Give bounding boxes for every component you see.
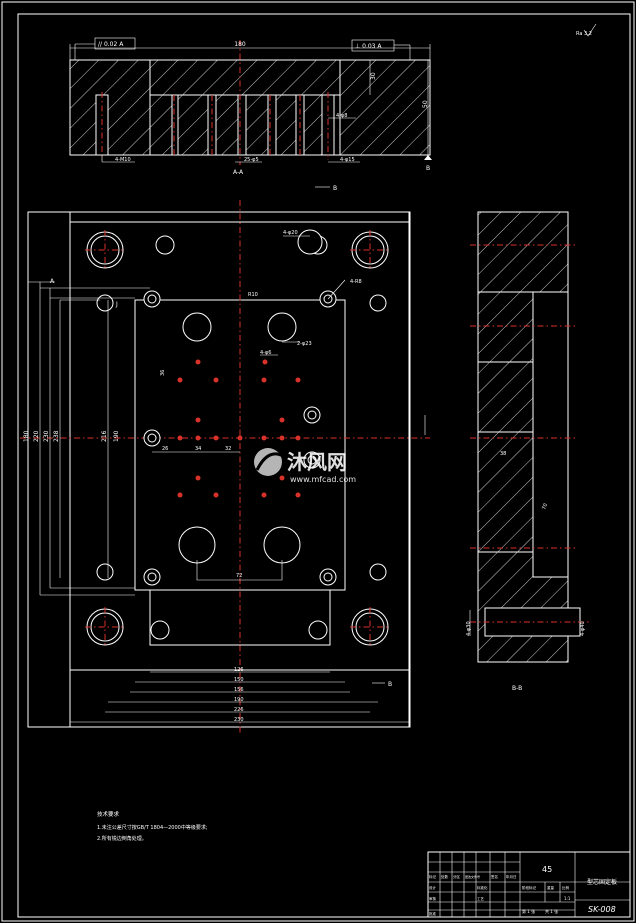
sheet-text: 第 1 张 — [522, 908, 535, 914]
section-mark-a: A — [50, 278, 55, 285]
screw-holes — [96, 235, 387, 640]
section-aa-label: A-A — [233, 169, 244, 176]
sheets-text: 共 1 张 — [545, 908, 558, 914]
bottom-dim-0: 126 — [234, 667, 244, 673]
technical-requirements: 技术要求 1.未注公差尺寸按GB/T 1804—2000中等级要求; 2.所有锐… — [97, 810, 208, 842]
hdr-cell-2: 分区 — [453, 874, 461, 879]
watermark-url: www.mfcad.com — [290, 475, 356, 484]
tolerance-frame-left — [94, 37, 136, 50]
note-36: 36 — [160, 370, 166, 376]
plate-outline — [27, 211, 410, 728]
part-name-text: 型芯固定板 — [587, 878, 617, 886]
aa-note-phi8: 4-φ8 — [336, 113, 347, 119]
drawing-number-text: SK-008 — [588, 905, 616, 914]
gap-dim: 72 — [236, 573, 242, 579]
bb-dim-3: 70 — [541, 503, 549, 511]
row2-cell-0: 审核 — [429, 896, 437, 901]
roughness-text: Ra 3.2 — [576, 31, 592, 37]
tech-notes-title: 技术要求 — [97, 810, 120, 818]
bb-dim-2: 38 — [500, 451, 506, 457]
tolerance-text-right: ⊥ 0.03 A — [355, 43, 382, 50]
left-dim-2: 230 — [43, 430, 50, 442]
row2-cell-2: 批准 — [429, 911, 437, 916]
bottom-dimensions: 126 150 156 190 226 230 — [70, 667, 410, 723]
row-dim-2: 32 — [225, 446, 231, 452]
row-cell-4: 比例 — [562, 885, 570, 890]
aa-corner-mark: B — [426, 165, 430, 172]
cut-arrow-b: B — [388, 681, 392, 688]
watermark-brand: 沐风网 — [287, 450, 347, 474]
aa-note-phi5: 25-φ5 — [244, 157, 259, 163]
core-holes — [178, 229, 323, 564]
tech-note-2: 2.所有锐边倒角处理。 — [97, 835, 147, 842]
left-dimensions: 180 220 230 238 216 190 A — [23, 278, 150, 596]
aa-note-phi15: 4-φ15 — [340, 157, 355, 163]
plan-view: 4-φ20 2-φ23 4-R8 R10 36 4-φ6 J 180 220 2… — [20, 200, 430, 735]
bottom-dim-3: 190 — [234, 697, 244, 703]
aa-cut-mark: B — [333, 185, 337, 192]
section-bb-label: B-B — [512, 685, 522, 692]
roughness-symbol: Ra 3.2 — [576, 23, 597, 37]
row-dim-0: 26 — [162, 446, 168, 452]
left-dim-5: 190 — [113, 430, 120, 442]
scale-text: 1:1 — [564, 896, 571, 901]
tech-note-1: 1.未注公差尺寸按GB/T 1804—2000中等级要求; — [97, 824, 208, 831]
hdr-cell-1: 处数 — [441, 874, 449, 879]
note-4-r8: 4-R8 — [350, 279, 362, 285]
guide-holes — [85, 230, 390, 647]
hdr-cell-3: 更改文件号 — [465, 874, 480, 879]
ejector-pins — [177, 359, 301, 498]
hdr-cell-5: 年月日 — [506, 874, 517, 879]
aa-note-m10: 4-M10 — [115, 157, 131, 163]
row-cell-3: 重量 — [547, 885, 555, 890]
watermark: 沐风网 www.mfcad.com — [254, 448, 356, 484]
bottom-dim-1: 150 — [234, 677, 244, 683]
left-dim-0: 180 — [23, 430, 30, 442]
bb-dim-1: 4-φ40 — [580, 621, 586, 636]
row-cell-0: 设计 — [429, 885, 437, 890]
note-j: J — [115, 301, 118, 308]
row-cell-2: 阶段标记 — [522, 885, 536, 890]
left-dim-1: 220 — [33, 430, 40, 442]
left-dim-3: 238 — [53, 430, 60, 442]
drawing-frame — [17, 13, 631, 918]
note-4-phi6: 4-φ6 — [260, 350, 271, 356]
aa-depth-dim: 30 — [370, 72, 377, 80]
section-aa-view: 180 50 30 // 0.02 A ⊥ 0.03 A 4-M10 25-φ5… — [69, 37, 432, 192]
section-bb-view: 4-φ30 4-φ40 38 70 B-B — [466, 211, 590, 692]
tolerance-frame-right — [351, 39, 395, 52]
hdr-cell-0: 标记 — [429, 874, 437, 879]
row-dim-1: 34 — [195, 446, 201, 452]
material-text: 45 — [542, 865, 552, 874]
row-cell-1: 标准化 — [477, 885, 488, 890]
aa-height-dim: 50 — [422, 100, 429, 108]
note-4-phi20: 4-φ20 — [283, 230, 298, 236]
title-block: 45 型芯固定板 SK-008 1:1 第 1 张 共 1 张 标记 处数 分区… — [427, 851, 631, 918]
bottom-dim-2: 156 — [234, 687, 244, 693]
left-dim-4: 216 — [101, 430, 108, 442]
aa-width-dim: 180 — [234, 41, 246, 48]
bottom-dim-4: 226 — [234, 707, 244, 713]
section-aa-ribs — [149, 94, 325, 156]
bb-dim-0: 4-φ30 — [466, 621, 472, 636]
tolerance-text-left: // 0.02 A — [98, 41, 124, 48]
row2-cell-1: 工艺 — [477, 896, 485, 901]
note-2-phi23: 2-φ23 — [297, 341, 312, 347]
bottom-dim-5: 230 — [234, 717, 244, 723]
hdr-cell-4: 签名 — [491, 874, 498, 879]
note-r10: R10 — [248, 292, 258, 298]
